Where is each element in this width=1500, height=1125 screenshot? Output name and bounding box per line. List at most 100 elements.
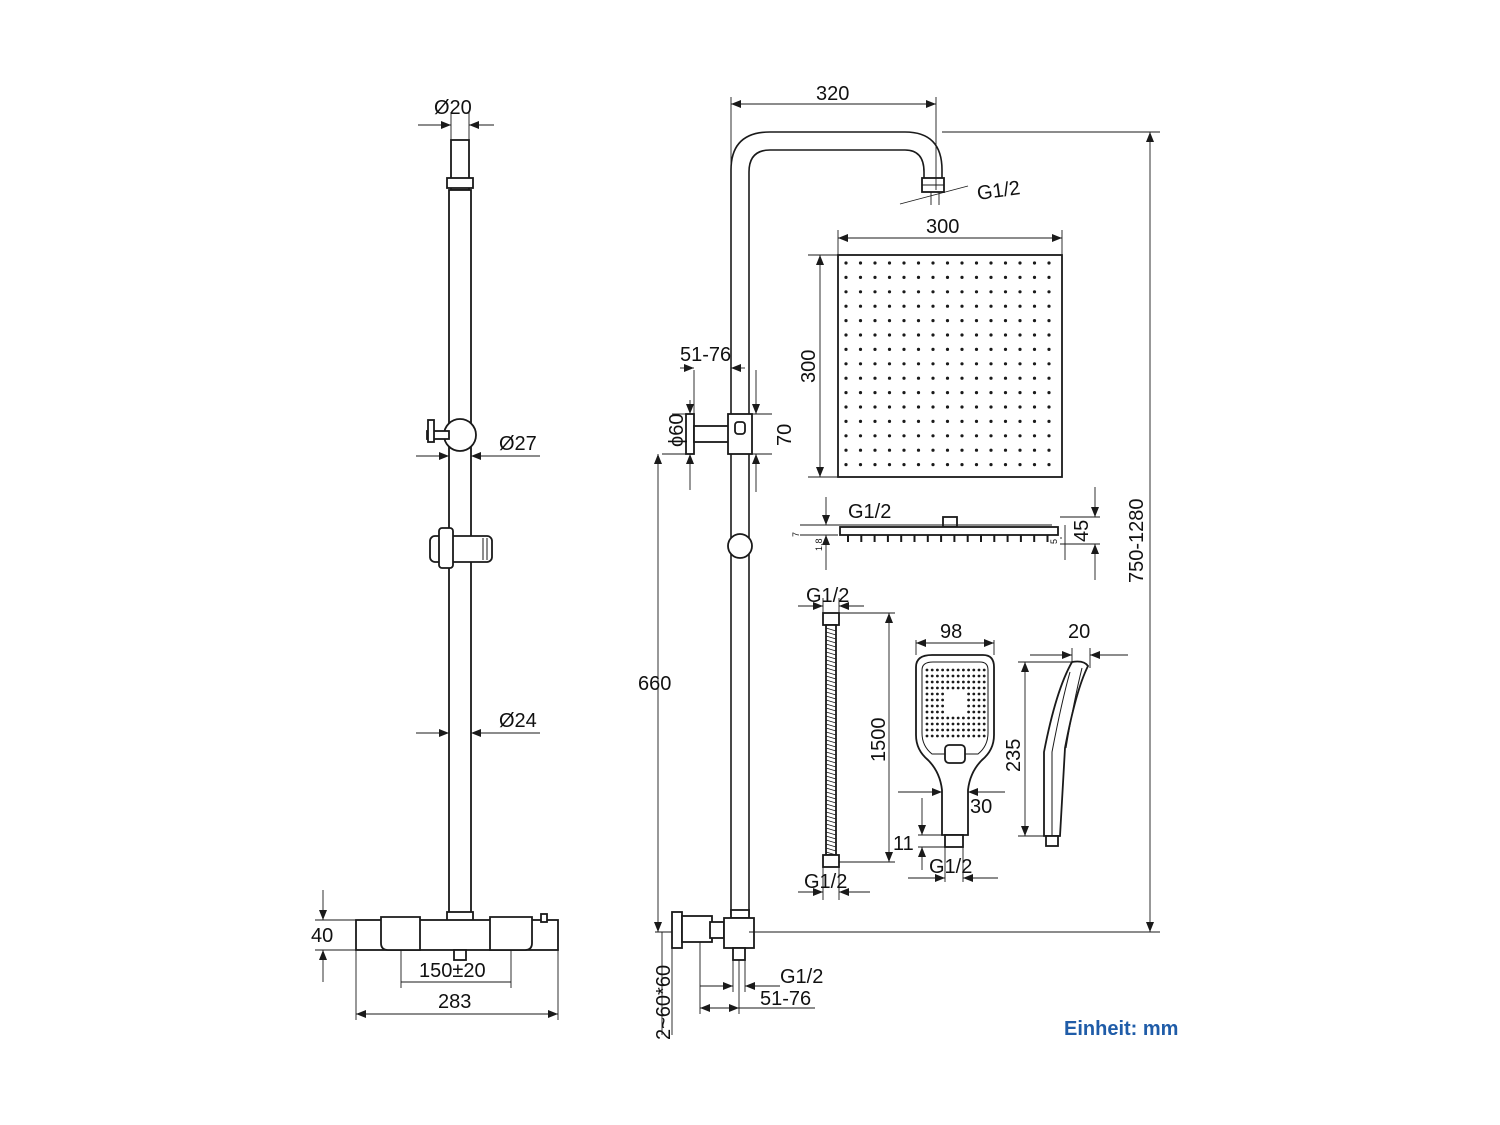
nozzle-dot xyxy=(858,275,863,279)
hand-nozzle-dot xyxy=(936,686,939,690)
nozzle-dot xyxy=(844,319,848,323)
hand-nozzle-dot xyxy=(951,674,955,678)
nozzle-dot xyxy=(887,261,892,265)
hose-coil-line xyxy=(825,747,837,752)
hand-nozzle-dot xyxy=(972,710,976,714)
hand-nozzle-dot xyxy=(982,674,986,678)
hand-nozzle-dot xyxy=(962,728,965,732)
nozzle-dot xyxy=(1018,405,1022,409)
nozzle-dot xyxy=(916,319,921,323)
hand-nozzle-dot xyxy=(930,668,934,672)
nozzle-dot xyxy=(989,391,993,395)
nozzle-dot xyxy=(1047,304,1051,308)
nozzle-dot xyxy=(989,261,993,265)
label-head-side-dim-a: 7 xyxy=(791,532,801,537)
hose-coil-line xyxy=(825,635,837,640)
elbow-outlet xyxy=(732,947,746,961)
hand-nozzle-dot xyxy=(936,692,939,696)
hose-coil-line xyxy=(825,699,837,704)
hose-coil-line xyxy=(825,803,837,808)
hand-nozzle-dot xyxy=(967,680,970,684)
hose-coil-line xyxy=(825,647,837,652)
hose-coil-line xyxy=(825,763,837,768)
hand-nozzle-dot xyxy=(982,686,986,690)
nozzle-dot xyxy=(858,319,863,323)
hose-coil-line xyxy=(825,835,837,840)
rain-head xyxy=(837,254,1063,478)
hand-nozzle-dot xyxy=(982,704,986,708)
nozzle-dot xyxy=(873,319,877,323)
hand-nozzle-dot xyxy=(941,686,944,690)
hose-coil-line xyxy=(825,627,837,632)
hand-nozzle-dot xyxy=(936,668,939,672)
nozzle-dot xyxy=(989,319,993,323)
nozzle-dot xyxy=(989,333,993,337)
nozzle-dot xyxy=(887,333,892,337)
hose-coil-line xyxy=(825,759,837,764)
nozzle-dot xyxy=(945,463,950,467)
nozzle-dot xyxy=(916,261,921,265)
nozzle-dot xyxy=(844,347,848,351)
label-rod-diameter: Ø24 xyxy=(499,710,537,732)
hose-coil-line xyxy=(825,819,837,824)
head-side-nozzles xyxy=(847,535,1049,542)
hose-coil-line xyxy=(825,739,837,744)
hose-coil-line xyxy=(825,727,837,732)
nozzle-dot xyxy=(873,304,877,308)
nozzle-dot xyxy=(902,362,906,366)
nozzle-dot xyxy=(1003,376,1008,380)
hand-nozzle-dot xyxy=(962,674,965,678)
nozzle-dot xyxy=(1032,261,1037,265)
thermostat-left-knob xyxy=(380,916,421,951)
hand-nozzle-dot xyxy=(977,722,981,726)
hand-nozzle-dot xyxy=(972,680,976,684)
nozzle-dot xyxy=(873,333,877,337)
nozzle-dot xyxy=(1003,275,1008,279)
label-head-side-thread: G1/2 xyxy=(848,501,891,523)
shower-arm-inner xyxy=(748,149,925,915)
hose-view: G1/2 1500 G1/2 xyxy=(798,585,895,900)
nozzle-dot xyxy=(1047,391,1051,395)
hand-nozzle-dot xyxy=(941,704,944,708)
label-flange-diameter: ϕ60 xyxy=(666,414,688,447)
nozzle-dot xyxy=(902,405,906,409)
nozzle-dot xyxy=(974,347,979,351)
hand-nozzle-dot xyxy=(946,686,950,690)
hand-nozzle-dot xyxy=(925,704,929,708)
hose-coil-line xyxy=(825,775,837,780)
hand-nozzle-dot xyxy=(951,680,955,684)
hose-coil-line xyxy=(825,751,837,756)
nozzle-dot xyxy=(873,362,877,366)
nozzle-dot xyxy=(1018,463,1022,467)
nozzle-dot xyxy=(873,463,877,467)
hand-nozzle-dot xyxy=(951,686,955,690)
hand-nozzle-dot xyxy=(936,698,939,702)
hand-nozzle-dot xyxy=(925,728,929,732)
nozzle-dot xyxy=(858,434,863,438)
hand-nozzle-dot xyxy=(967,734,970,738)
hand-nozzle-dot xyxy=(972,692,976,696)
label-thermostat-height: 40 xyxy=(311,925,333,947)
label-wall-plate: 2~60*60 xyxy=(653,965,675,1040)
nozzle-dot xyxy=(945,261,950,265)
hand-nozzle-dot xyxy=(972,674,976,678)
hand-nozzle-dot xyxy=(956,668,960,672)
label-hand-handle: 30 xyxy=(970,796,992,818)
nozzle-dot xyxy=(1032,419,1037,423)
label-head-side-dim-b: 1.8 xyxy=(814,538,824,551)
hand-nozzle-dot xyxy=(936,680,939,684)
nozzle-dot xyxy=(916,333,921,337)
hand-nozzle-dot xyxy=(936,674,939,678)
nozzle-dot xyxy=(887,304,892,308)
hand-nozzle-dot xyxy=(982,734,986,738)
nozzle-dot xyxy=(1047,434,1051,438)
nozzle-dot xyxy=(989,304,993,308)
hose-coil-line xyxy=(825,667,837,672)
nozzle-dot xyxy=(1018,434,1022,438)
hand-nozzle-dot xyxy=(967,722,970,726)
hose-coil-line xyxy=(825,643,837,648)
nozzle-dot xyxy=(1003,362,1008,366)
hand-nozzle-dot xyxy=(930,704,934,708)
nozzle-dot xyxy=(931,333,935,337)
